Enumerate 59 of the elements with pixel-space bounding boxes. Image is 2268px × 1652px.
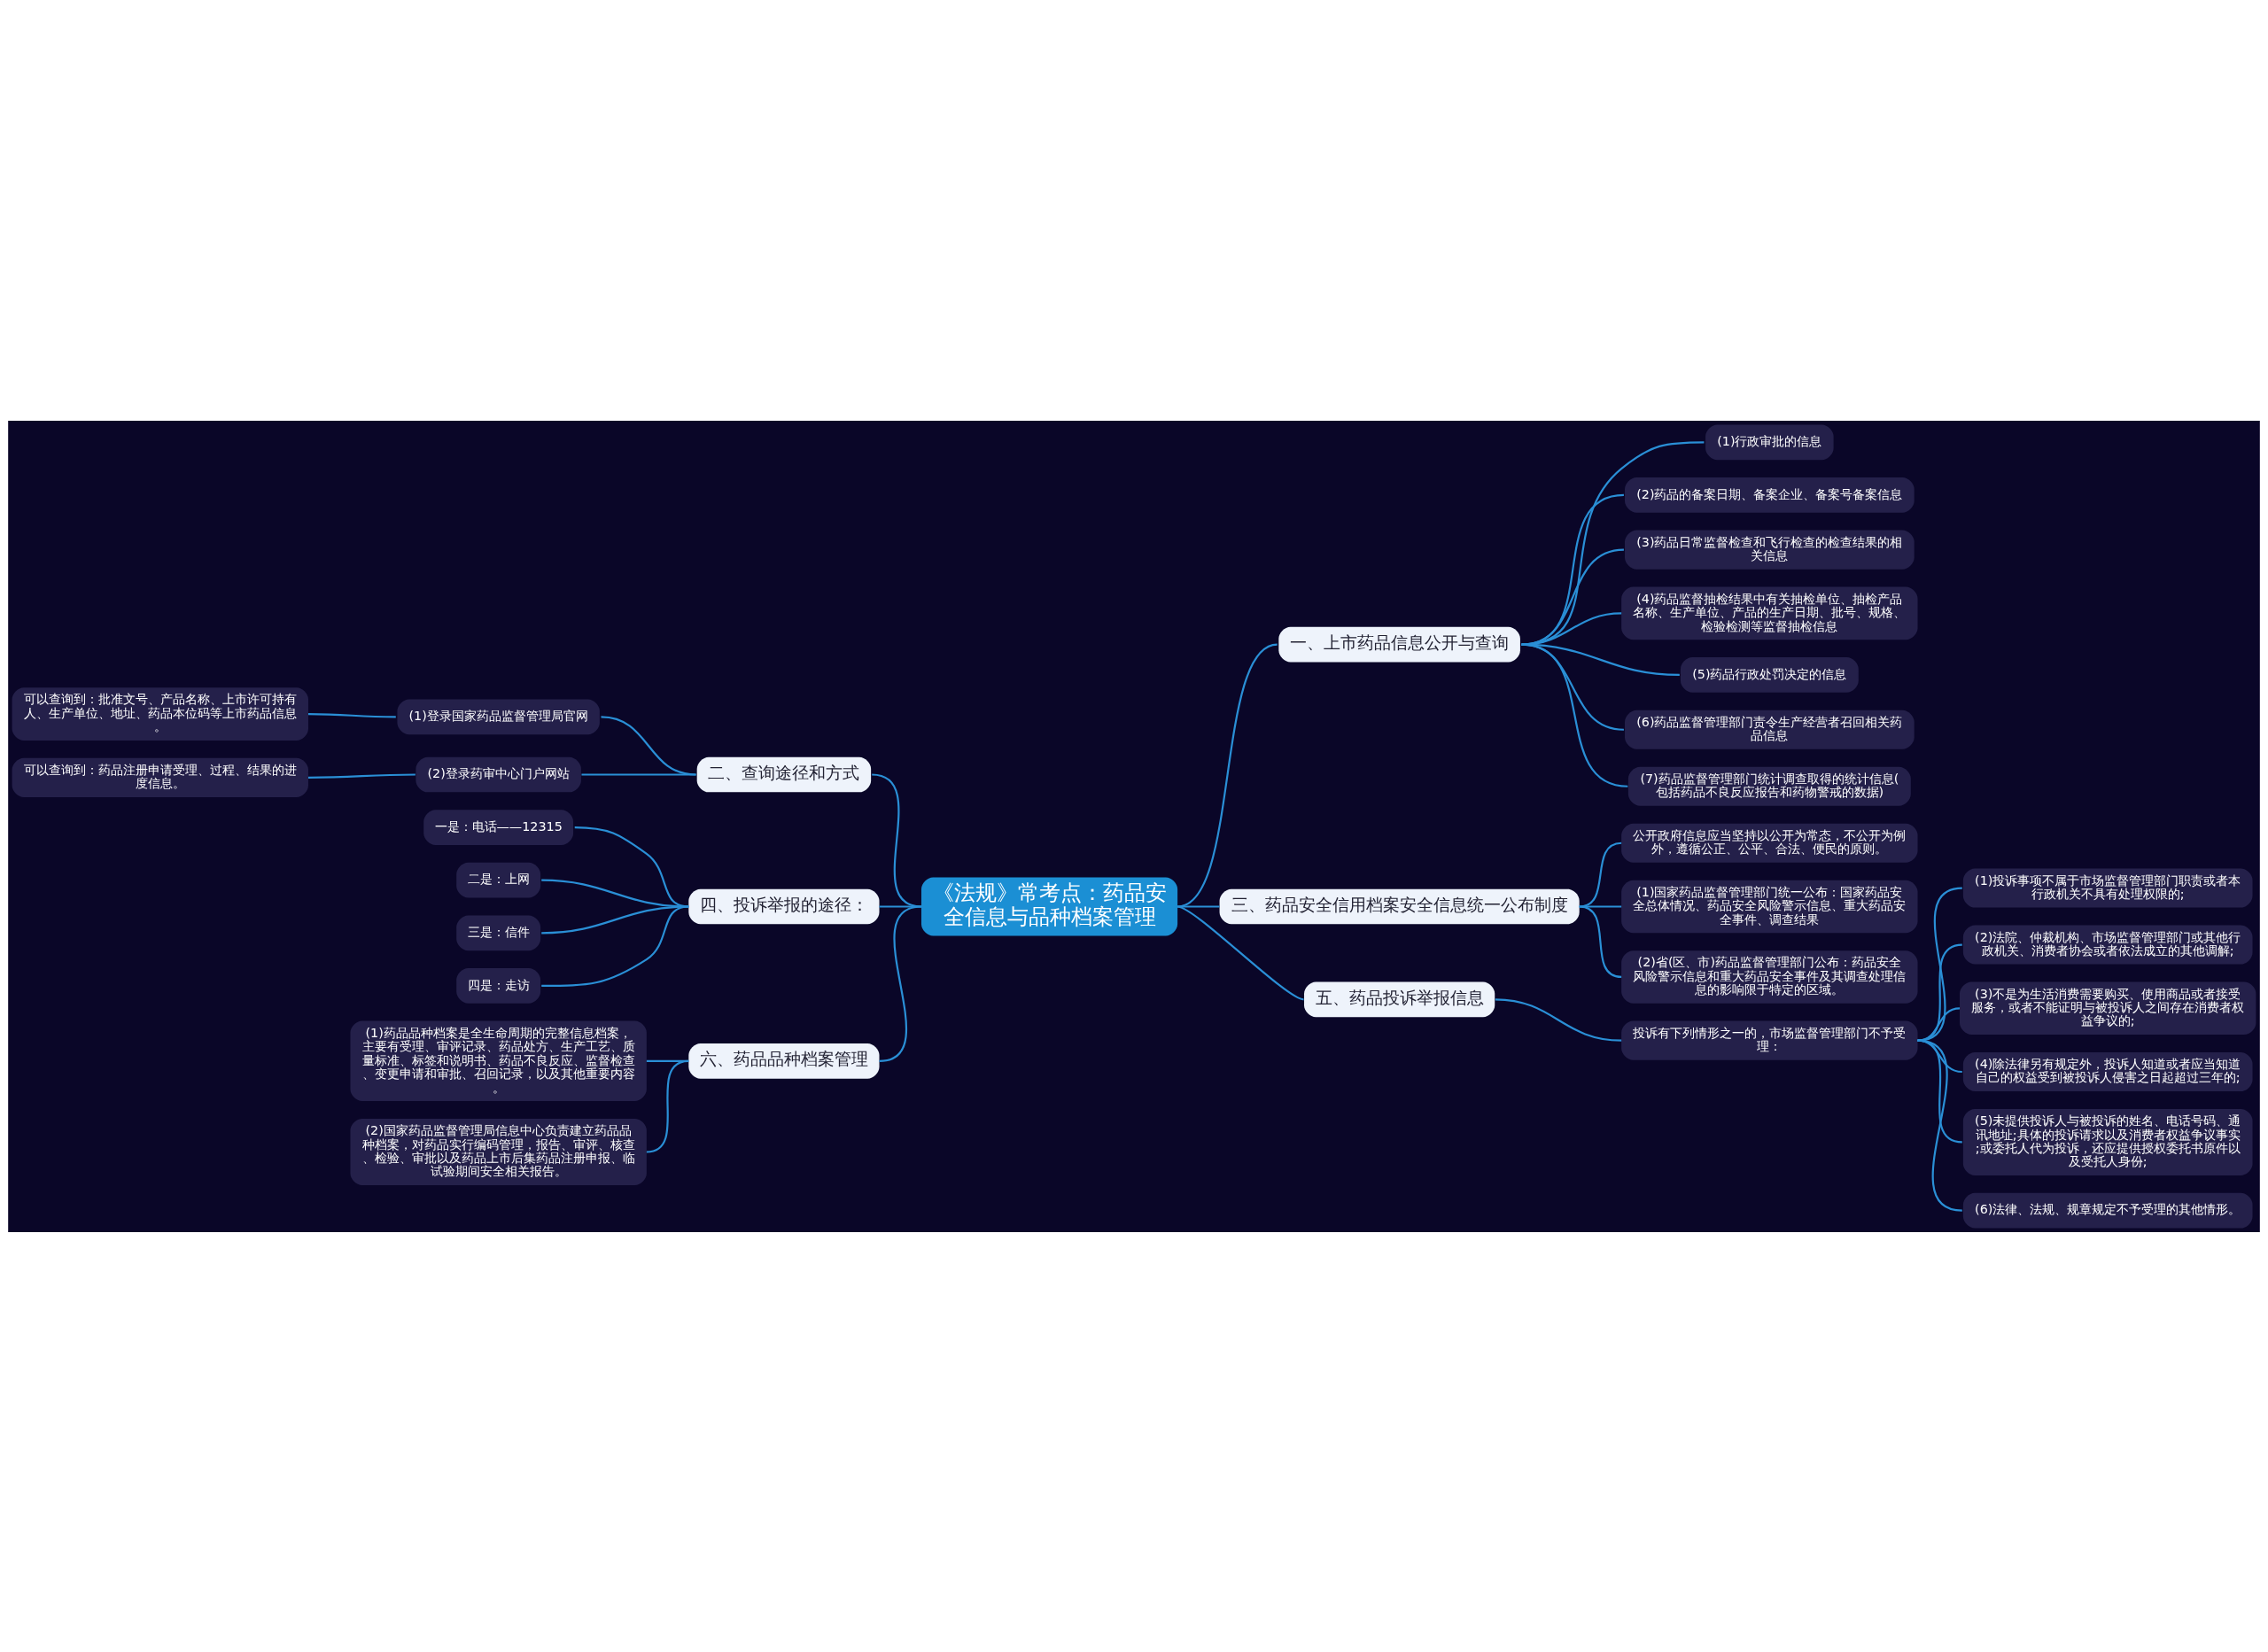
node-box: 三、药品安全信用档案安全信息统一公布制度	[1219, 888, 1580, 924]
connector	[879, 904, 922, 1062]
node-box: (6)法律、法规、规章规定不予受理的其他情形。	[1962, 1192, 2253, 1229]
connector	[1917, 1006, 1961, 1042]
node-box: (2)国家药品监督管理局信息中心负责建立药品品种档案，对药品实行编码管理，报告、审评、核查、检验、审批以及药品上市后集药品注册申报、临试验期间安全相关报告。	[350, 1118, 647, 1185]
node-box: 可以查询到：批准文号、产品名称、上市许可持有人、生产单位、地址、药品本位码等上市药品信息。	[12, 686, 308, 741]
connector	[1495, 997, 1622, 1042]
node-box: 五、药品投诉举报信息	[1304, 981, 1495, 1017]
node-box: 《法规》常考点：药品安全信息与品种档案管理	[920, 876, 1178, 936]
node-box: 四、投诉举报的途径：	[688, 888, 880, 924]
node-box: (2)省(区、市)药品监督管理部门公布：药品安全风险警示信息和重大药品安全事件及其调查处理信息的影响限于特定的区域。	[1621, 950, 1918, 1004]
connector	[541, 904, 689, 934]
node-box: (1)药品品种档案是全生命周期的完整信息档案，主要有受理、审评记录、药品处方、生产工艺、质量标准、标签和说明书、药品不良反应、监督检查、变更申请和审批、召回记录，以及其他重要内容。	[350, 1020, 647, 1101]
node-box: 一、上市药品信息公开与查询	[1278, 626, 1520, 663]
connector	[1521, 611, 1622, 646]
connector	[1177, 904, 1304, 1000]
connector	[1177, 904, 1220, 908]
node-box: 投诉有下列情形之一的，市场监督管理部门不予受理：	[1621, 1020, 1918, 1060]
node-box: (1)行政审批的信息	[1705, 423, 1834, 460]
node-box: 二是：上网	[456, 862, 541, 898]
connector	[1521, 643, 1628, 787]
connector	[1917, 1039, 1962, 1212]
node-box: (3)药品日常监督检查和飞行检查的检查结果的相关信息	[1625, 530, 1915, 570]
connector	[1521, 493, 1625, 646]
connector	[1579, 904, 1622, 978]
connector	[1579, 842, 1622, 908]
node-box: 二、查询途径和方式	[696, 756, 872, 792]
connector	[872, 772, 922, 908]
node-box: (2)药品的备案日期、备案企业、备案号备案信息	[1625, 477, 1915, 513]
connector	[646, 1059, 689, 1153]
node-box: (6)药品监督管理部门责令生产经营者召回相关药品信息	[1625, 710, 1915, 749]
node-box: 四是：走访	[456, 967, 541, 1004]
node-box: 六、药品品种档案管理	[688, 1043, 880, 1079]
node-box: 三是：信件	[456, 914, 541, 950]
node-box: (1)登录国家药品监督管理局官网	[397, 699, 600, 734]
node-box: (2)法院、仲裁机构、市场监督管理部门或其他行政机关、消费者协会或者依法成立的其他调解;	[1962, 924, 2253, 965]
connector	[581, 772, 696, 776]
node-box: (5)未提供投诉人与被投诉的姓名、电话号码、通讯地址;具体的投诉请求以及消费者权益争议事实;或委托人代为投诉，还应提供授权委托书原件以及受托人身份;	[1962, 1108, 2253, 1175]
connector	[1579, 904, 1622, 908]
node-box: (3)不是为生活消费需要购买、使用商品或者接受服务，或者不能证明与被投诉人之间存在消费者权益争议的;	[1960, 981, 2256, 1035]
node-box: (2)登录药审中心门户网站	[416, 756, 581, 792]
connector	[541, 904, 689, 987]
node-box: 可以查询到：药品注册申请受理、过程、结果的进度信息。	[12, 757, 308, 797]
connector	[879, 904, 921, 908]
node-box: (4)除法律另有规定外，投诉人知道或者应当知道自己的权益受到被投诉人侵害之日起超过三年的;	[1962, 1051, 2253, 1091]
node-box: (5)药品行政处罚决定的信息	[1680, 656, 1859, 693]
connector	[1917, 942, 1962, 1042]
node-box: (4)药品监督抽检结果中有关抽检单位、抽检产品名称、生产单位、产品的生产日期、批号、规格、检验检测等监督抽检信息	[1621, 586, 1918, 640]
connector	[1521, 440, 1705, 646]
connector	[1177, 643, 1278, 908]
connector	[1917, 886, 1962, 1042]
node-box: (1)国家药品监督管理部门统一公布：国家药品安全总体情况、药品安全风险警示信息、重大药品安全事件、调查结果	[1621, 880, 1918, 933]
node-box: (1)投诉事项不属于市场监督管理部门职责或者本行政机关不具有处理权限的;	[1962, 867, 2253, 908]
connector	[1521, 548, 1625, 646]
node-box: (7)药品监督管理部门统计调查取得的统计信息(包括药品不良反应报告和药物警戒的数据)	[1627, 766, 1911, 806]
node-box: 公开政府信息应当坚持以公开为常态，不公开为例外，遵循公正、公平、合法、便民的原则。	[1621, 823, 1918, 863]
connector	[308, 712, 396, 717]
connector	[308, 772, 416, 779]
node-box: 一是：电话——12315	[423, 809, 574, 845]
